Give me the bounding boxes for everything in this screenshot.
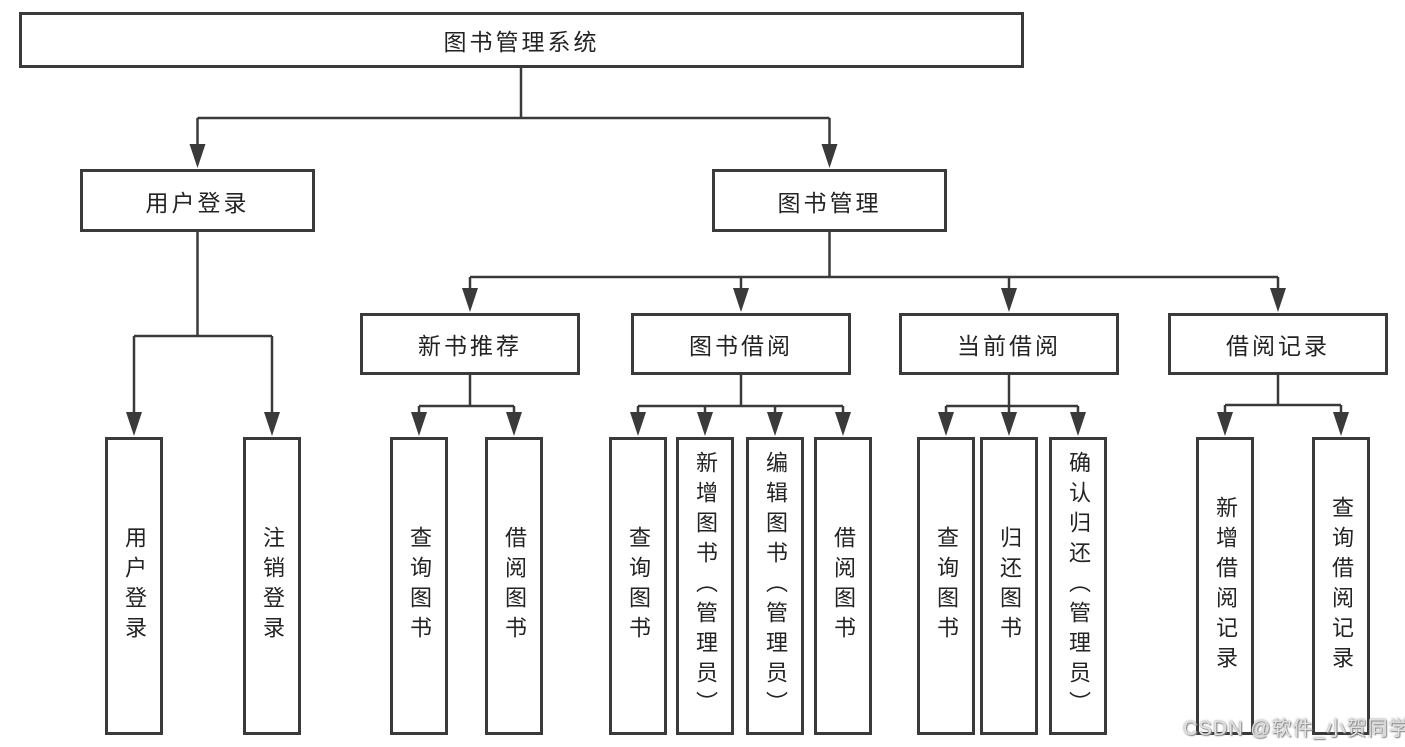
node-library-management-system: 图书管理系统 [19,12,1024,68]
leaf-label: 归还图书 [997,526,1022,646]
leaf-label: 注销登录 [260,526,285,646]
arrowhead-icon [733,288,749,312]
node-book-borrowing: 图书借阅 [631,313,851,375]
leaf-label: 编辑图书（管理员） [763,451,788,721]
arrowhead-icon [835,412,851,436]
leaf-user-login: 用户登录 [105,437,163,735]
connector-current-borrowing-to-leaves [938,375,1086,436]
arrowhead-icon [462,288,478,312]
leaf-label: 用户登录 [122,526,147,646]
node-current-borrowing: 当前借阅 [899,313,1119,375]
node-label: 借阅记录 [1226,333,1330,359]
arrowhead-icon [506,412,522,436]
arrowhead-icon [189,144,206,168]
csdn-watermark: CSDN @软件_小贺同学 [1183,718,1405,740]
leaf-query-books-under-recommend: 查询图书 [390,437,448,735]
connector-root-to-level2 [189,68,838,168]
node-label: 图书管理 [777,189,882,216]
leaf-confirm-return-admin: 确认归还（管理员） [1049,437,1107,735]
connector-user-login-to-leaves [126,232,280,436]
leaf-borrow-books-under-recommend: 借阅图书 [485,437,543,735]
arrowhead-icon [630,412,646,436]
leaf-label: 确认归还（管理员） [1066,451,1091,721]
leaf-return-books: 归还图书 [980,437,1038,735]
arrowhead-icon [1070,412,1086,436]
leaf-label: 查询图书 [626,526,651,646]
leaf-label: 借阅图书 [831,526,856,646]
arrowhead-icon [264,412,280,436]
leaf-query-books-under-borrowing: 查询图书 [609,437,667,735]
arrowhead-icon [767,412,783,436]
leaf-label: 查询图书 [934,526,959,646]
arrowhead-icon [1217,412,1233,436]
arrowhead-icon [1333,412,1349,436]
leaf-edit-books-admin: 编辑图书（管理员） [746,437,804,735]
connector-book-borrowing-to-leaves [630,375,851,436]
arrowhead-icon [821,144,838,168]
leaf-logout: 注销登录 [243,437,301,735]
leaf-add-borrow-record: 新增借阅记录 [1196,437,1254,735]
arrowhead-icon [938,412,954,436]
node-label: 用户登录 [145,189,250,216]
arrowhead-icon [1001,288,1017,312]
node-label: 图书借阅 [689,333,793,359]
leaf-label: 新增借阅记录 [1213,496,1238,676]
leaf-label: 查询借阅记录 [1329,496,1354,676]
connector-borrowing-records-to-leaves [1217,375,1349,436]
leaf-query-borrow-record: 查询借阅记录 [1312,437,1370,735]
node-borrowing-records: 借阅记录 [1168,313,1388,375]
arrowhead-icon [697,412,713,436]
leaf-label: 借阅图书 [502,526,527,646]
node-label: 新书推荐 [418,333,522,359]
arrowhead-icon [411,412,427,436]
node-book-management: 图书管理 [712,169,947,232]
node-label: 当前借阅 [957,333,1061,359]
arrowhead-icon [1001,412,1017,436]
arrowhead-icon [1270,288,1286,312]
leaf-label: 查询图书 [407,526,432,646]
leaf-label: 新增图书（管理员） [693,451,718,721]
connector-book-management-to-level3 [462,232,1286,312]
leaf-add-books-admin: 新增图书（管理员） [676,437,734,735]
node-label: 图书管理系统 [443,29,600,55]
arrowhead-icon [126,412,142,436]
node-user-login: 用户登录 [80,169,315,232]
leaf-query-books-under-current: 查询图书 [917,437,975,735]
leaf-borrow-books-under-borrowing: 借阅图书 [814,437,872,735]
node-new-book-recommendation: 新书推荐 [360,313,580,375]
connector-new-book-recommendation-to-leaves [411,375,522,436]
